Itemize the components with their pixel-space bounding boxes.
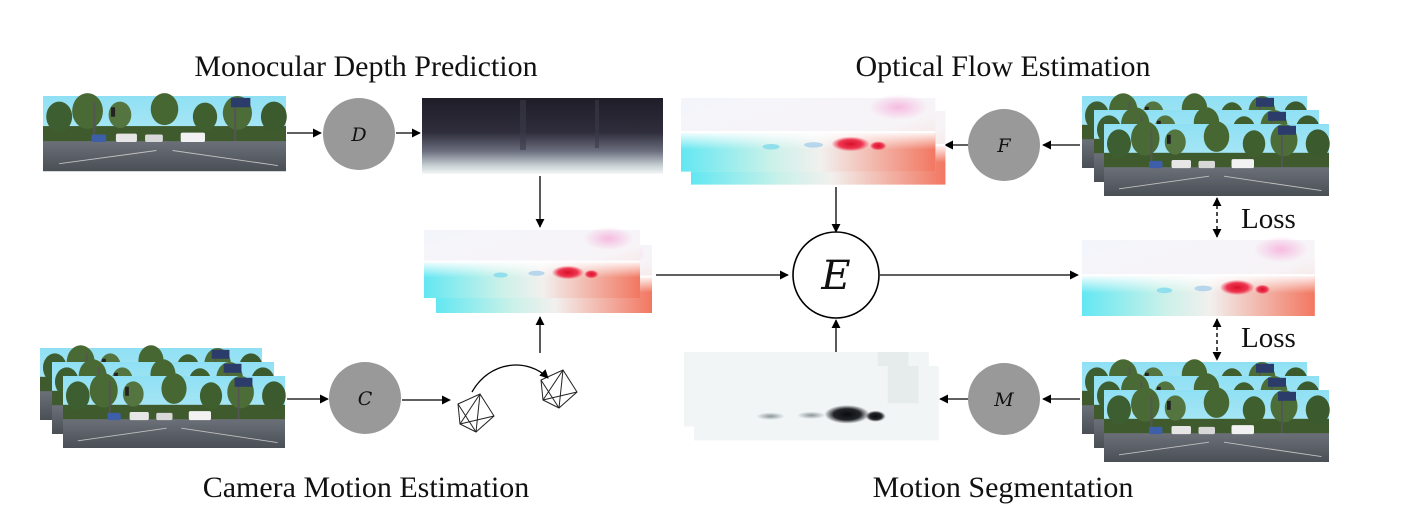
camera-pose-pyramids [457, 364, 578, 433]
camera-network-node: C [329, 362, 401, 434]
flow-section-title: Optical Flow Estimation [856, 50, 1151, 83]
camera-section-title: Camera Motion Estimation [203, 471, 530, 504]
camera-network-label: C [358, 388, 373, 410]
depth-network-label: D [350, 124, 366, 146]
segmentation-loss-label: Loss [1241, 322, 1296, 354]
flow-network-label: F [996, 135, 1011, 157]
flow-network-node: F [968, 109, 1040, 181]
mask-network-node: M [968, 363, 1040, 435]
depth-network-node: D [323, 98, 395, 170]
motion-mask-stack [684, 352, 939, 441]
output-flow-map [1082, 236, 1315, 316]
combiner-node: E [792, 231, 880, 319]
optical-flow-stack [681, 94, 946, 185]
segmentation-section-title: Motion Segmentation [873, 471, 1134, 504]
flow-loss-label: Loss [1241, 203, 1296, 235]
mask-network-label: M [993, 389, 1014, 411]
flow-input-stack [1081, 92, 1331, 197]
rigid-flow-stack [424, 226, 652, 313]
depth-section-title: Monocular Depth Prediction [194, 50, 537, 83]
camera-input-stack [39, 344, 287, 449]
depth-input-image [42, 92, 288, 172]
segmentation-input-stack [1081, 358, 1331, 463]
combiner-label: E [820, 253, 850, 299]
depth-map [422, 98, 663, 174]
